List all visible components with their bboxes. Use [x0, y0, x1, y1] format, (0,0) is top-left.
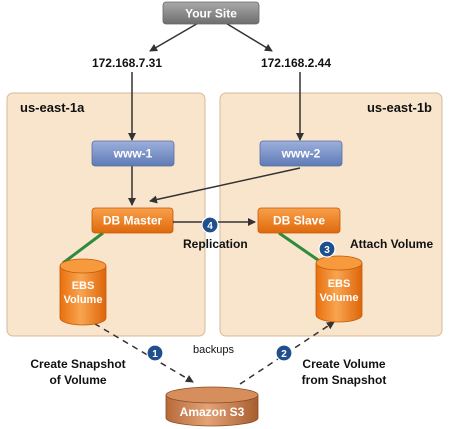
ebs-volume-left — [59, 258, 107, 326]
arrow-site-to-left-ip — [149, 21, 201, 52]
zone-right-label: us-east-1b — [367, 100, 432, 115]
step-1-caption-line1: Create Snapshot — [30, 357, 125, 371]
ebs-right-line1: EBS — [328, 278, 351, 290]
step-2-caption-line1: Create Volume — [302, 357, 385, 371]
step-1-badge: 1 — [146, 344, 164, 362]
server-www2-label: www-2 — [281, 147, 321, 161]
svg-text:4: 4 — [207, 221, 213, 232]
step-1-caption-line2: of Volume — [49, 373, 106, 387]
your-site-node — [162, 1, 260, 25]
svg-text:3: 3 — [324, 245, 330, 256]
zone-left-label: us-east-1a — [20, 100, 85, 115]
ebs-left-line1: EBS — [72, 280, 95, 292]
server-www1-node — [91, 140, 175, 167]
server-www1-label: www-1 — [113, 147, 153, 161]
dashed-ebs-to-s3 — [84, 317, 194, 383]
ip-left-label: 172.168.7.31 — [92, 56, 162, 70]
server-www2-node — [259, 140, 343, 167]
svg-text:1: 1 — [152, 349, 158, 360]
step-4-badge: 4 — [201, 216, 219, 234]
step-3-caption: Attach Volume — [350, 237, 433, 251]
db-master-node — [91, 207, 174, 234]
link-slave-to-ebs — [278, 231, 319, 262]
db-slave-node — [257, 207, 341, 234]
step-3-badge: 3 — [318, 240, 336, 258]
ip-right-label: 172.168.2.44 — [261, 56, 331, 70]
db-master-label: DB Master — [103, 214, 163, 228]
step-4-caption: Replication — [183, 237, 248, 251]
svg-text:2: 2 — [281, 349, 287, 360]
amazon-s3-label: Amazon S3 — [180, 405, 245, 419]
arrow-www2-to-db-master — [149, 167, 301, 204]
your-site-label: Your Site — [185, 7, 237, 21]
step-2-badge: 2 — [275, 344, 293, 362]
backups-label: backups — [193, 344, 234, 356]
step-2-caption-line2: from Snapshot — [302, 373, 387, 387]
ebs-left-line2: Volume — [64, 294, 103, 306]
link-master-to-ebs — [62, 231, 104, 265]
db-slave-label: DB Slave — [273, 214, 325, 228]
ebs-volume-right — [315, 255, 363, 323]
arrow-site-to-right-ip — [223, 21, 273, 52]
ebs-right-line2: Volume — [320, 292, 359, 304]
amazon-s3-node — [165, 386, 259, 427]
